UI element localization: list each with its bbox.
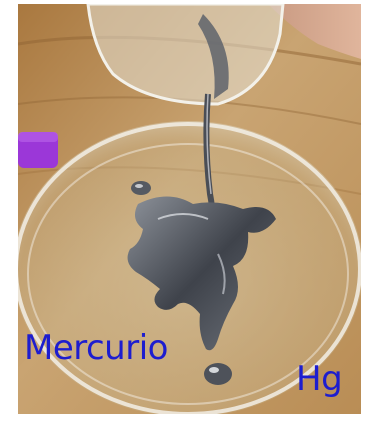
mercury-pour-photo: [18, 4, 361, 414]
element-name-label: Mercurio: [24, 328, 168, 368]
element-symbol-label: Hg: [296, 359, 343, 399]
